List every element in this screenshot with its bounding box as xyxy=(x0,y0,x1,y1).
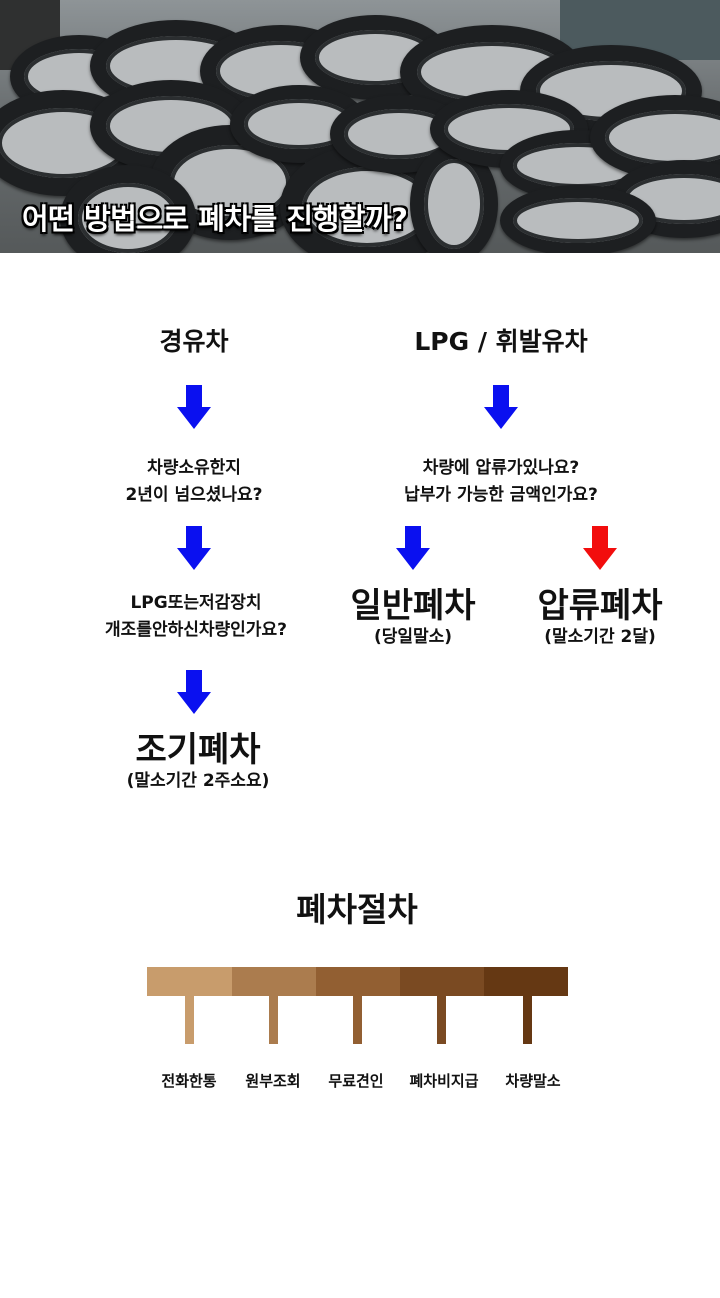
process-step-label: 전화한통 xyxy=(161,1072,217,1090)
process-segment-2 xyxy=(232,967,316,996)
diesel-question-2: LPG또는저감장치 개조를안하신차량인가요? xyxy=(105,590,287,644)
process-stem-5 xyxy=(523,996,532,1044)
process-step-label: 원부조회 xyxy=(245,1072,301,1090)
hero-photo: 어떤 방법으로 폐차를 진행할까? xyxy=(0,0,720,253)
down-arrow-icon xyxy=(396,526,430,570)
general-scrap-title: 일반폐차 xyxy=(350,586,476,626)
process-step-label: 차량말소 xyxy=(505,1072,561,1090)
diesel-question-1: 차량소유한지 2년이 넘으셨나요? xyxy=(125,455,262,509)
early-scrap-title: 조기폐차 xyxy=(135,730,261,770)
diesel-question-1-line-1: 차량소유한지 xyxy=(147,458,241,478)
diesel-question-2-line-2: 개조를안하신차량인가요? xyxy=(105,620,287,640)
seizure-scrap-title: 압류폐차 xyxy=(537,586,663,626)
down-arrow-icon xyxy=(177,526,211,570)
process-segment-1 xyxy=(147,967,232,996)
tire-pile-shape xyxy=(500,185,656,253)
lpg-question: 차량에 압류가있나요? 납부가 가능한 금액인가요? xyxy=(404,455,598,509)
seizure-scrap-result: 압류폐차 (말소기간 2달) xyxy=(537,586,662,648)
process-step-label: 무료견인 xyxy=(328,1072,384,1090)
hero-caption: 어떤 방법으로 폐차를 진행할까? xyxy=(22,202,408,236)
process-stem-4 xyxy=(437,996,446,1044)
lpg-column-title: LPG / 휘발유차 xyxy=(414,327,588,356)
lpg-question-line-2: 납부가 가능한 금액인가요? xyxy=(404,485,598,505)
process-segment-5 xyxy=(484,967,568,996)
diesel-question-2-line-1: LPG또는저감장치 xyxy=(130,593,262,613)
general-scrap-result: 일반폐차 (당일말소) xyxy=(350,586,475,648)
process-stem-1 xyxy=(185,996,194,1044)
process-title: 폐차절차 xyxy=(296,890,418,929)
down-arrow-icon xyxy=(177,385,211,429)
red-down-arrow-icon xyxy=(583,526,617,570)
seizure-scrap-note: (말소기간 2달) xyxy=(544,627,656,647)
lpg-question-line-1: 차량에 압류가있나요? xyxy=(422,458,580,478)
diesel-question-1-line-2: 2년이 넘으셨나요? xyxy=(125,485,263,505)
diesel-column-title: 경유차 xyxy=(159,327,229,356)
process-stem-3 xyxy=(353,996,362,1044)
process-stem-2 xyxy=(269,996,278,1044)
general-scrap-note: (당일말소) xyxy=(373,627,453,647)
early-scrap-result: 조기폐차 (말소기간 2주소요) xyxy=(127,730,270,792)
down-arrow-icon xyxy=(484,385,518,429)
process-step-label: 폐차비지급 xyxy=(409,1072,479,1090)
down-arrow-icon xyxy=(177,670,211,714)
process-segment-3 xyxy=(316,967,400,996)
process-segment-4 xyxy=(400,967,484,996)
early-scrap-note: (말소기간 2주소요) xyxy=(126,771,270,791)
